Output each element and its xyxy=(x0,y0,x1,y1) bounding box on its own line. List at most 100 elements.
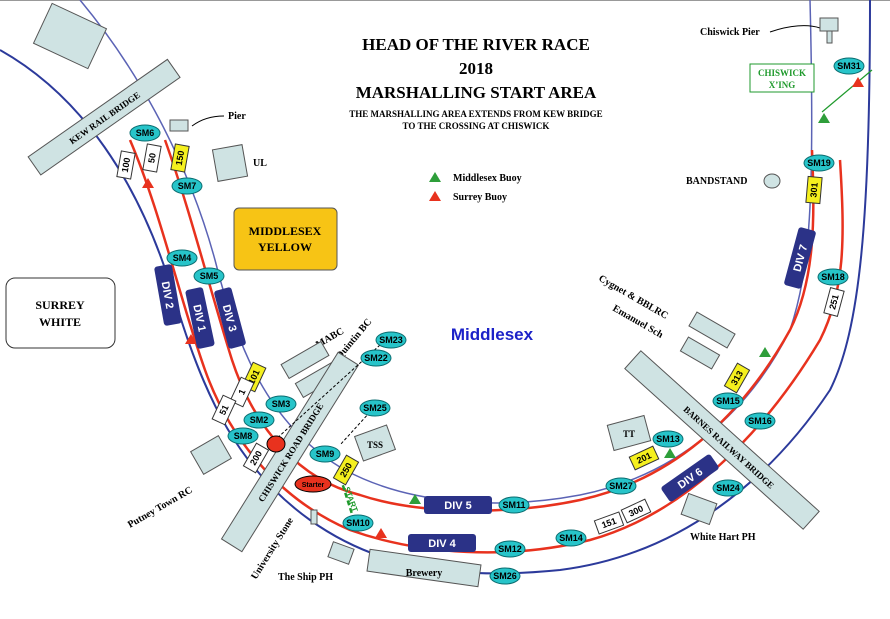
marshal-label: SM15 xyxy=(716,396,740,406)
division-label: DIV 4 xyxy=(428,538,456,550)
marshal-label: SM27 xyxy=(609,481,633,491)
pier-arrow xyxy=(191,115,225,127)
middlesex-yellow-area xyxy=(233,207,338,271)
middlesex-buoy xyxy=(664,448,676,458)
tt-building xyxy=(606,414,652,452)
marshal-sm5: SM5 xyxy=(193,267,225,285)
chiswick-xing-label-2: X’ING xyxy=(769,80,796,90)
chiswick-pier-label: Chiswick Pier xyxy=(700,27,760,38)
marshal-label: SM6 xyxy=(136,128,155,138)
tt-label: TT xyxy=(623,429,635,439)
title-line-2: 2018 xyxy=(459,59,493,78)
marshal-label: SM19 xyxy=(807,158,831,168)
marshal-label: SM13 xyxy=(656,434,680,444)
marshal-sm2: SM2 xyxy=(243,411,275,429)
marker-label: 51 xyxy=(217,403,230,416)
chiswick-pier-arrow xyxy=(769,25,821,33)
marshal-label: SM25 xyxy=(363,403,387,413)
surrey-white-label-2: WHITE xyxy=(39,315,81,329)
yellow-marker-250: 250 xyxy=(332,454,360,486)
marshal-sm23: SM23 xyxy=(375,331,407,349)
marshal-sm4: SM4 xyxy=(166,249,198,267)
middlesex-buoy xyxy=(759,347,771,357)
marshal-sm19: SM19 xyxy=(803,154,835,172)
marshal-label: SM8 xyxy=(234,431,253,441)
marshal-label: SM9 xyxy=(316,449,335,459)
marshal-positions: SM6 SM7 SM4 SM5 SM3 SM2 SM8 SM9 SM23 SM2… xyxy=(129,57,865,585)
division-block-div-5: DIV 5 xyxy=(424,496,492,514)
chiswick-pier-post xyxy=(826,30,833,44)
marshal-sm26: SM26 xyxy=(489,567,521,585)
surrey-white-label-1: SURREY xyxy=(35,298,85,312)
brewery-label: Brewery xyxy=(406,568,442,579)
marker-label: 150 xyxy=(174,150,186,167)
white-marker-1: 1 xyxy=(229,376,255,408)
chiswick-xing-line xyxy=(821,69,873,113)
marshal-sm16: SM16 xyxy=(744,412,776,430)
ship-label: The Ship PH xyxy=(278,572,333,583)
middlesex-buoy xyxy=(409,494,421,504)
marshal-label: SM4 xyxy=(173,253,192,263)
yellow-marker-313: 313 xyxy=(723,362,751,394)
division-block-div-7: DIV 7 xyxy=(784,227,816,289)
marshal-label: SM10 xyxy=(346,518,370,528)
marshal-sm9: SM9 xyxy=(309,445,341,463)
brewery-building xyxy=(366,548,482,588)
yellow-marker-301: 301 xyxy=(805,175,823,205)
surrey-buoy xyxy=(852,77,864,87)
chiswick-xing-label-1: CHISWICK xyxy=(758,68,806,78)
surrey-buoy xyxy=(142,178,154,188)
marshal-label: SM16 xyxy=(748,416,772,426)
marshal-label: SM12 xyxy=(498,544,522,554)
marshal-label: SM14 xyxy=(559,533,583,543)
tss-pointer xyxy=(339,411,371,446)
legend-middlesex-buoy: Middlesex Buoy xyxy=(453,173,522,184)
white-marker-50: 50 xyxy=(142,143,162,173)
marshal-sm14: SM14 xyxy=(555,529,587,547)
middlesex-buoy-legend-icon xyxy=(429,172,441,182)
middlesex-yellow-label-1: MIDDLESEX xyxy=(249,224,322,238)
bandstand-icon xyxy=(763,173,781,189)
yellow-marker-201: 201 xyxy=(628,445,660,471)
marshal-sm12: SM12 xyxy=(494,540,526,558)
starter-label: Starter xyxy=(302,482,325,489)
marshal-sm31: SM31 xyxy=(833,57,865,75)
surrey-buoy xyxy=(375,528,387,538)
division-block-div-1: DIV 1 xyxy=(185,287,215,349)
division-label: DIV 2 xyxy=(159,281,176,310)
marker-label: 50 xyxy=(146,152,158,164)
marshal-label: SM7 xyxy=(178,181,197,191)
marshal-label: SM31 xyxy=(837,61,861,71)
tss-building xyxy=(353,424,397,462)
marker-label: 100 xyxy=(120,157,132,174)
surrey-white-area xyxy=(5,277,116,349)
marshal-label: SM5 xyxy=(200,271,219,281)
marshal-sm10: SM10 xyxy=(342,514,374,532)
marshal-sm22: SM22 xyxy=(360,349,392,367)
marshal-label: SM26 xyxy=(493,571,517,581)
chiswick-xing-box xyxy=(749,63,815,93)
middlesex-yellow-label-2: YELLOW xyxy=(258,240,312,254)
marshal-label: SM3 xyxy=(272,399,291,409)
ul-label: UL xyxy=(253,158,267,169)
marshal-sm8: SM8 xyxy=(227,427,259,445)
marker-label: 151 xyxy=(600,516,618,531)
marshal-sm27: SM27 xyxy=(605,477,637,495)
white-marker-300: 300 xyxy=(620,498,652,524)
marshal-label: SM23 xyxy=(379,335,403,345)
surrey-buoy-legend-icon xyxy=(429,191,441,201)
cygnet-building xyxy=(688,311,736,349)
start-label: START xyxy=(342,486,359,514)
title-sub-1: THE MARSHALLING AREA EXTENDS FROM KEW BR… xyxy=(349,109,602,119)
white-marker-251: 251 xyxy=(823,287,845,317)
kew-rail-bridge-label: KEW RAIL BRIDGE xyxy=(67,90,141,146)
marshal-sm15: SM15 xyxy=(712,392,744,410)
marshal-label: SM24 xyxy=(716,483,740,493)
marker-label: 251 xyxy=(827,293,841,310)
white-markers: 100 50 1 51 200 151 300 251 xyxy=(116,143,845,535)
title-sub-2: TO THE CROSSING AT CHISWICK xyxy=(403,121,550,131)
starter-boat-icon xyxy=(294,475,332,493)
pier-label: Pier xyxy=(228,111,246,122)
emanuel-building xyxy=(679,336,721,370)
